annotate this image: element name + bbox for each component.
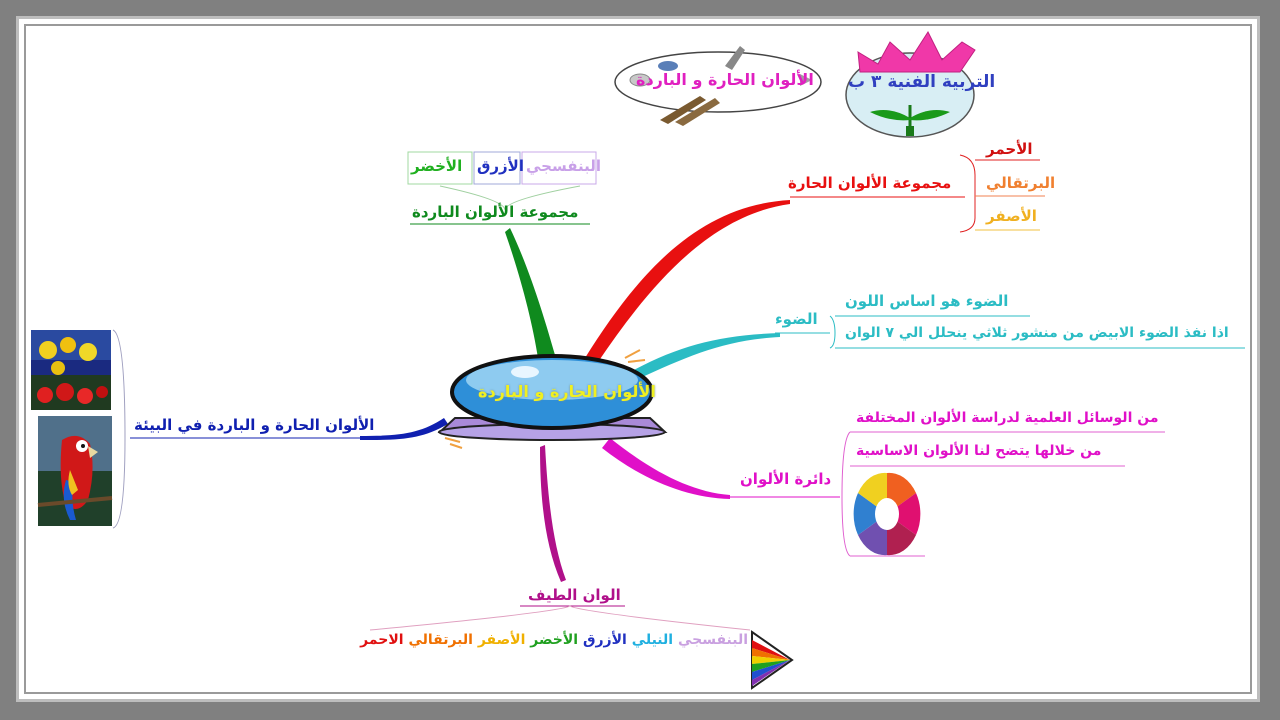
- paint-palette-icon: [614, 46, 822, 126]
- wheel-item-2[interactable]: من خلالها يتضح لنا الألوان الاساسية: [856, 443, 1102, 459]
- cool-item-box-2: [473, 151, 521, 185]
- spectrum-item-violet[interactable]: البنفسجي: [677, 632, 748, 648]
- environment-branch-label[interactable]: الألوان الحارة و الباردة في البيئة: [134, 416, 375, 434]
- prism-icon: [751, 630, 794, 690]
- spectrum-item-indigo[interactable]: النيلي: [631, 632, 674, 648]
- spectrum-items: البنفسجي النيلي الأزرق الأخضر الأصفر الب…: [352, 632, 748, 648]
- cool-item-green[interactable]: الأخضر: [411, 157, 463, 175]
- spectrum-item-blue[interactable]: الأزرق: [582, 632, 627, 648]
- wheel-item-1[interactable]: من الوسائل العلمية لدراسة الألوان المختل…: [856, 410, 1159, 426]
- spectrum-item-yellow[interactable]: الأصفر: [477, 632, 526, 648]
- light-branch-connector: [630, 333, 780, 380]
- warm-branch-label[interactable]: مجموعة الألوان الحارة: [788, 174, 952, 192]
- crystal-ball-icon: [437, 354, 668, 441]
- warm-item-yellow[interactable]: الأصفر: [986, 207, 1037, 225]
- warm-item-red[interactable]: الأحمر: [986, 140, 1033, 158]
- color-wheel-icon: [853, 472, 921, 556]
- cool-item-box-3: [407, 151, 473, 185]
- cool-item-blue[interactable]: الأزرق: [477, 157, 524, 175]
- light-item-1[interactable]: الضوء هو اساس اللون: [845, 292, 1009, 310]
- wheel-branch-connector: [602, 438, 730, 499]
- topic-title: الألوان الحارة و الباردة: [636, 70, 814, 89]
- spectrum-item-red[interactable]: الاحمر: [360, 632, 404, 648]
- cool-branch-connector: [505, 228, 555, 358]
- cool-bracket: [439, 185, 581, 211]
- spectrum-bracket: [369, 605, 751, 631]
- warm-branch-connector: [585, 200, 790, 362]
- flowers-photo: [31, 330, 111, 410]
- spectrum-branch-connector: [540, 445, 566, 582]
- parrot-photo: [37, 416, 113, 526]
- spectrum-item-orange[interactable]: البرتقالي: [408, 632, 473, 648]
- env-branch-connector: [360, 418, 448, 440]
- sparkle-icon: [444, 349, 646, 449]
- cool-branch-label[interactable]: مجموعة الألوان الباردة: [412, 203, 579, 221]
- canvas-border: [24, 24, 1252, 694]
- spectrum-item-green[interactable]: الأخضر: [530, 632, 579, 648]
- cool-item-violet[interactable]: البنفسجي: [526, 157, 602, 175]
- cool-item-box-1: [521, 151, 597, 185]
- light-branch-label[interactable]: الضوء: [775, 310, 818, 328]
- canvas: [16, 16, 1260, 702]
- wheel-bracket: [841, 431, 851, 557]
- flower-emblem-icon: [845, 30, 976, 138]
- wheel-branch-label[interactable]: دائرة الألوان: [740, 470, 832, 488]
- subject-title: التربية الفنية ٣ ب: [848, 72, 996, 92]
- env-bracket: [112, 329, 126, 529]
- light-bracket: [829, 315, 836, 349]
- center-topic[interactable]: الألوان الحارة و الباردة: [478, 382, 656, 401]
- light-item-2[interactable]: اذا نفذ الضوء الابيض من منشور ثلاثي ينحل…: [845, 325, 1229, 341]
- warm-item-orange[interactable]: البرتقالي: [986, 174, 1056, 192]
- warm-bracket: [959, 154, 976, 233]
- spectrum-branch-label[interactable]: الوان الطيف: [528, 586, 621, 604]
